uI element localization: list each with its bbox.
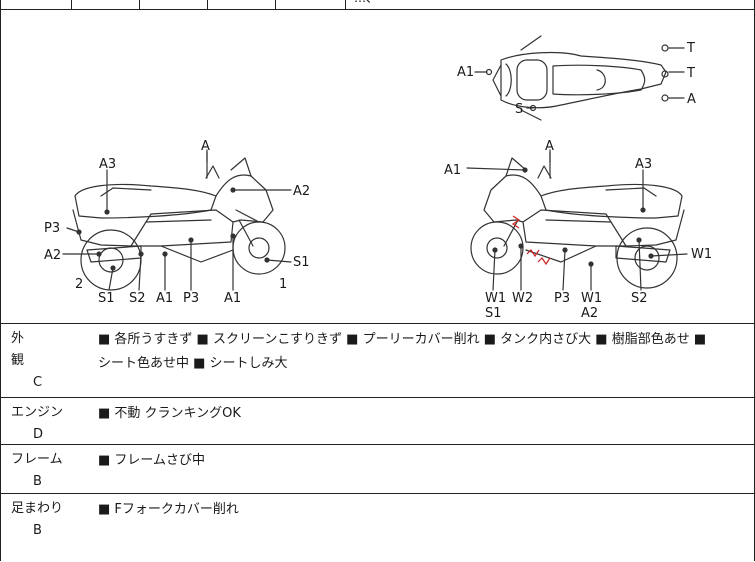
top-label-a1: A1 bbox=[457, 65, 474, 80]
top-table-strip: …、 bbox=[1, 0, 755, 10]
damage-diagram: A1 T T A S A A3 A2 P3 A2 S1 2 1 S1 S2 A1… bbox=[1, 10, 755, 323]
condition-line: ■ 各所うすきず ■ スクリーンこすりきず ■ プーリーカバー削れ ■ タンク内… bbox=[98, 332, 707, 347]
top-strip-text: …、 bbox=[354, 0, 378, 6]
category-grade: D bbox=[33, 427, 44, 442]
condition-line: ■ 不動 クランキングOK bbox=[98, 406, 241, 421]
right-bottom-label: P3 bbox=[554, 291, 570, 306]
damage-marks bbox=[511, 215, 551, 266]
category-cell: 外 観 C bbox=[11, 328, 77, 394]
left-label-a-top: A bbox=[201, 139, 210, 154]
right-bottom-label: W2 bbox=[512, 291, 533, 306]
right-label-a-top: A bbox=[545, 139, 554, 154]
category-grade: B bbox=[33, 523, 42, 538]
top-label-a: A bbox=[687, 92, 696, 107]
condition-line: ■ フレームさび中 bbox=[98, 453, 206, 468]
left-label-a3: A3 bbox=[99, 157, 116, 172]
category-name: エンジン bbox=[11, 405, 64, 420]
right-bottom-label: S2 bbox=[631, 291, 648, 306]
scooter-diagram-svg: A1 T T A S A A3 A2 P3 A2 S1 2 1 S1 S2 A1… bbox=[44, 35, 712, 321]
category-name: 足まわり bbox=[11, 501, 64, 516]
left-bottom-label: A1 bbox=[224, 291, 241, 306]
left-bottom-label: S2 bbox=[129, 291, 146, 306]
top-label-t-lower: T bbox=[686, 66, 695, 81]
category-grade: C bbox=[33, 375, 43, 390]
left-label-p3: P3 bbox=[44, 221, 60, 236]
right-label-w1: W1 bbox=[691, 247, 712, 262]
right-bottom-s1: S1 bbox=[485, 306, 502, 321]
right-bottom-a2: A2 bbox=[581, 306, 598, 321]
condition-row-engine: エンジン D ■ 不動 クランキングOK bbox=[1, 397, 755, 444]
condition-row-frame: フレーム B ■ フレームさび中 bbox=[1, 444, 755, 493]
left-label-a2-left: A2 bbox=[44, 248, 61, 263]
category-name: 外 観 bbox=[11, 331, 70, 368]
condition-row-suspension: 足まわり B ■ Fフォークカバー削れ bbox=[1, 493, 755, 562]
left-bottom-label: A1 bbox=[156, 291, 173, 306]
left-label-s1-right: S1 bbox=[293, 255, 310, 270]
left-bottom-label: P3 bbox=[183, 291, 199, 306]
condition-row-exterior: 外 観 C ■ 各所うすきず ■ スクリーンこすりきず ■ プーリーカバー削れ … bbox=[1, 323, 755, 397]
left-label-a2-right: A2 bbox=[293, 184, 310, 199]
category-cell: フレーム B bbox=[11, 449, 77, 493]
scooter-top-view bbox=[474, 35, 685, 121]
condition-description: ■ Fフォークカバー削れ bbox=[98, 498, 738, 522]
condition-description: ■ 不動 クランキングOK bbox=[98, 402, 738, 426]
category-name: フレーム bbox=[11, 452, 63, 467]
condition-description: ■ 各所うすきず ■ スクリーンこすりきず ■ プーリーカバー削れ ■ タンク内… bbox=[98, 328, 738, 376]
right-label-a3: A3 bbox=[635, 157, 652, 172]
top-label-t-upper: T bbox=[686, 41, 695, 56]
scooter-left-view bbox=[62, 149, 292, 291]
top-label-s: S bbox=[515, 102, 523, 117]
category-cell: 足まわり B bbox=[11, 498, 77, 542]
right-label-a1: A1 bbox=[444, 163, 461, 178]
category-grade: B bbox=[33, 474, 42, 489]
right-bottom-label: W1 bbox=[581, 291, 602, 306]
condition-line: シート色あせ中 ■ シートしみ大 bbox=[98, 356, 288, 371]
category-cell: エンジン D bbox=[11, 402, 77, 446]
condition-description: ■ フレームさび中 bbox=[98, 449, 738, 473]
condition-line: ■ Fフォークカバー削れ bbox=[98, 502, 239, 517]
left-label-num2: 2 bbox=[75, 277, 83, 292]
scooter-right-view bbox=[466, 149, 688, 291]
right-bottom-label: W1 bbox=[485, 291, 506, 306]
left-label-num1: 1 bbox=[279, 277, 287, 292]
left-bottom-label: S1 bbox=[98, 291, 115, 306]
